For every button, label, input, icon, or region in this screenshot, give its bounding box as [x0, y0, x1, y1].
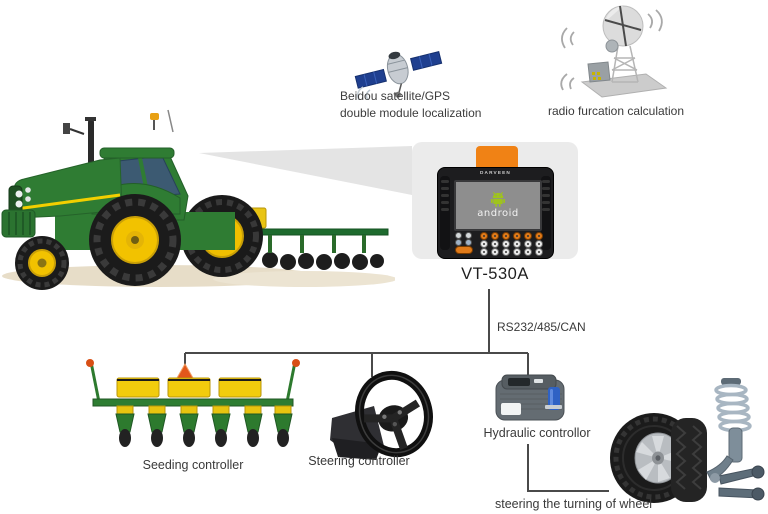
terminal-screen: android — [454, 180, 542, 231]
hydraulic-box-icon — [495, 374, 565, 421]
android-robot-icon — [491, 192, 505, 207]
power-key — [454, 246, 473, 254]
satellite-label-line2: double module localization — [340, 106, 482, 120]
radio-tower-icon — [560, 5, 668, 98]
bus-label: RS232/485/CAN — [497, 320, 586, 334]
terminal-model-label: VT-530A — [461, 265, 529, 283]
steering-label: Steering controller — [308, 454, 410, 468]
suspension-icon — [671, 378, 765, 502]
terminal-device: DARVEEN android — [437, 167, 554, 259]
radio-label: radio furcation calculation — [547, 104, 685, 118]
keypad-left-group — [452, 231, 475, 255]
satellite-label: Beidou satellite/GPS double module local… — [340, 88, 481, 122]
satellite-label-line1: Beidou satellite/GPS — [340, 89, 451, 103]
left-grip — [440, 176, 450, 250]
wheel-label: steering the turning of wheel — [495, 497, 653, 511]
right-grip — [541, 176, 551, 250]
seeder-icon — [86, 359, 300, 447]
keypad-grid — [480, 231, 543, 256]
hydraulic-label: Hydraulic controllor — [483, 426, 591, 440]
tractor-icon — [1, 109, 395, 290]
brand-text: DARVEEN — [479, 170, 511, 176]
steering-wheel-icon — [330, 370, 433, 460]
terminal-keypad — [452, 231, 543, 256]
wire-hydraulic-to-wheel — [527, 444, 609, 492]
seeding-label: Seeding controller — [142, 458, 244, 472]
android-wordmark: android — [477, 208, 519, 219]
satellite-icon — [354, 50, 443, 100]
